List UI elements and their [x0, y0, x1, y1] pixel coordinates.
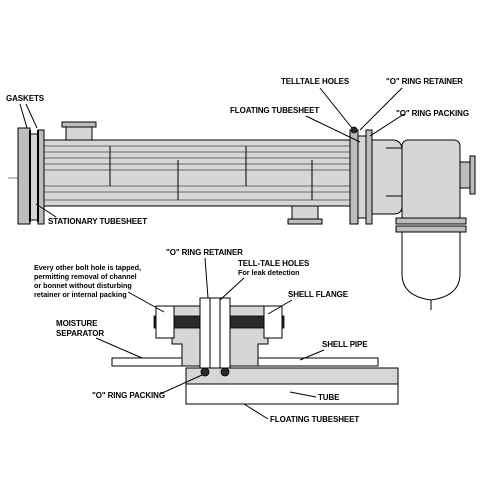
detail-moisture-separator-pipe — [111, 357, 183, 367]
label-shell-pipe: SHELL PIPE — [322, 340, 368, 349]
leader-floating-detail — [243, 403, 269, 420]
leader-shell-flange — [267, 299, 293, 315]
label-tube: TUBE — [318, 393, 340, 402]
leader-moisture-separator — [95, 337, 143, 359]
leader-tube — [289, 391, 317, 398]
detail-o-ring-left — [200, 367, 210, 377]
tube-bundle — [44, 151, 350, 193]
label-stationary-tubesheet: STATIONARY TUBESHEET — [48, 217, 147, 226]
top-labels: GASKETS TELLTALE HOLES "O" RING RETAINER… — [6, 77, 469, 226]
separator-side-port — [459, 161, 471, 189]
separator-flange-bottom — [395, 225, 467, 233]
label-telltale-holes-top: TELLTALE HOLES — [281, 77, 350, 86]
detail-o-ring-right — [220, 367, 230, 377]
shell-nozzle-inlet — [65, 125, 93, 141]
detail-nut-left — [155, 305, 175, 339]
label-moisture-separator-2: SEPARATOR — [56, 329, 104, 338]
leader-telltale-top — [319, 87, 353, 129]
bolt-note-line-2: permitting removal of channel — [34, 272, 137, 281]
label-o-ring-retainer-top: "O" RING RETAINER — [386, 77, 463, 86]
shell-nozzle-outlet-flange — [287, 218, 323, 225]
leader-packing-top — [369, 113, 405, 137]
label-o-ring-retainer-detail: "O" RING RETAINER — [166, 248, 243, 257]
shell — [43, 139, 351, 207]
label-tell-tale-holes-sub: For leak detection — [238, 268, 300, 277]
separator-bowl — [401, 231, 461, 301]
label-shell-flange: SHELL FLANGE — [288, 290, 349, 299]
separator-flange-top — [395, 217, 467, 225]
leader-retainer-top — [359, 87, 403, 131]
label-tell-tale-holes-detail: TELL-TALE HOLES — [238, 259, 310, 268]
leader-bolt-note — [127, 291, 165, 313]
leader-gaskets-b — [25, 103, 38, 129]
label-moisture-separator-1: MOISTURE — [56, 319, 98, 328]
gasket-left-a — [29, 130, 31, 222]
detail-shell-pipe — [251, 357, 379, 367]
separator-upper-body — [401, 139, 461, 223]
floating-tubesheet-plate — [357, 135, 367, 219]
detail-floating-tubesheet — [185, 367, 399, 385]
label-floating-tubesheet-detail: FLOATING TUBESHEET — [270, 415, 359, 424]
channel-flange — [17, 127, 31, 225]
leader-shell-pipe — [299, 349, 325, 361]
label-gaskets: GASKETS — [6, 94, 45, 103]
detail-view — [111, 297, 399, 405]
gasket-left-b — [37, 130, 39, 222]
detail-tube — [185, 383, 399, 405]
label-o-ring-packing-detail: "O" RING PACKING — [92, 391, 165, 400]
label-o-ring-packing-top: "O" RING PACKING — [396, 109, 469, 118]
o-ring-retainer-bolt — [350, 126, 358, 134]
shell-nozzle-inlet-flange — [61, 121, 97, 128]
shell-nozzle-outlet — [291, 205, 319, 221]
leader-stationary — [35, 203, 57, 218]
label-floating-tubesheet-top: FLOATING TUBESHEET — [230, 106, 319, 115]
detail-labels: "O" RING RETAINER TELL-TALE HOLES For le… — [34, 248, 368, 424]
leader-retainer-detail — [204, 257, 209, 299]
leader-packing-detail — [159, 374, 203, 395]
exchanger-assembly — [8, 121, 476, 310]
shell-flange-right — [349, 129, 359, 225]
separator-side-flange — [469, 155, 476, 195]
baffles — [109, 146, 313, 200]
bolt-note-line-3: or bonnet without disturbing — [34, 281, 132, 290]
leader-floating-top — [305, 115, 361, 143]
stationary-tubesheet-plate — [29, 133, 39, 221]
leader-gaskets-a — [19, 103, 28, 129]
bolt-note-line-4: retainer or internal packing — [34, 290, 127, 299]
bonnet-flange — [365, 129, 373, 225]
leader-telltale-detail — [219, 277, 245, 301]
bolt-note-line-1: Every other bolt hole is tapped, — [34, 263, 141, 272]
detail-o-ring-retainer — [199, 297, 231, 369]
